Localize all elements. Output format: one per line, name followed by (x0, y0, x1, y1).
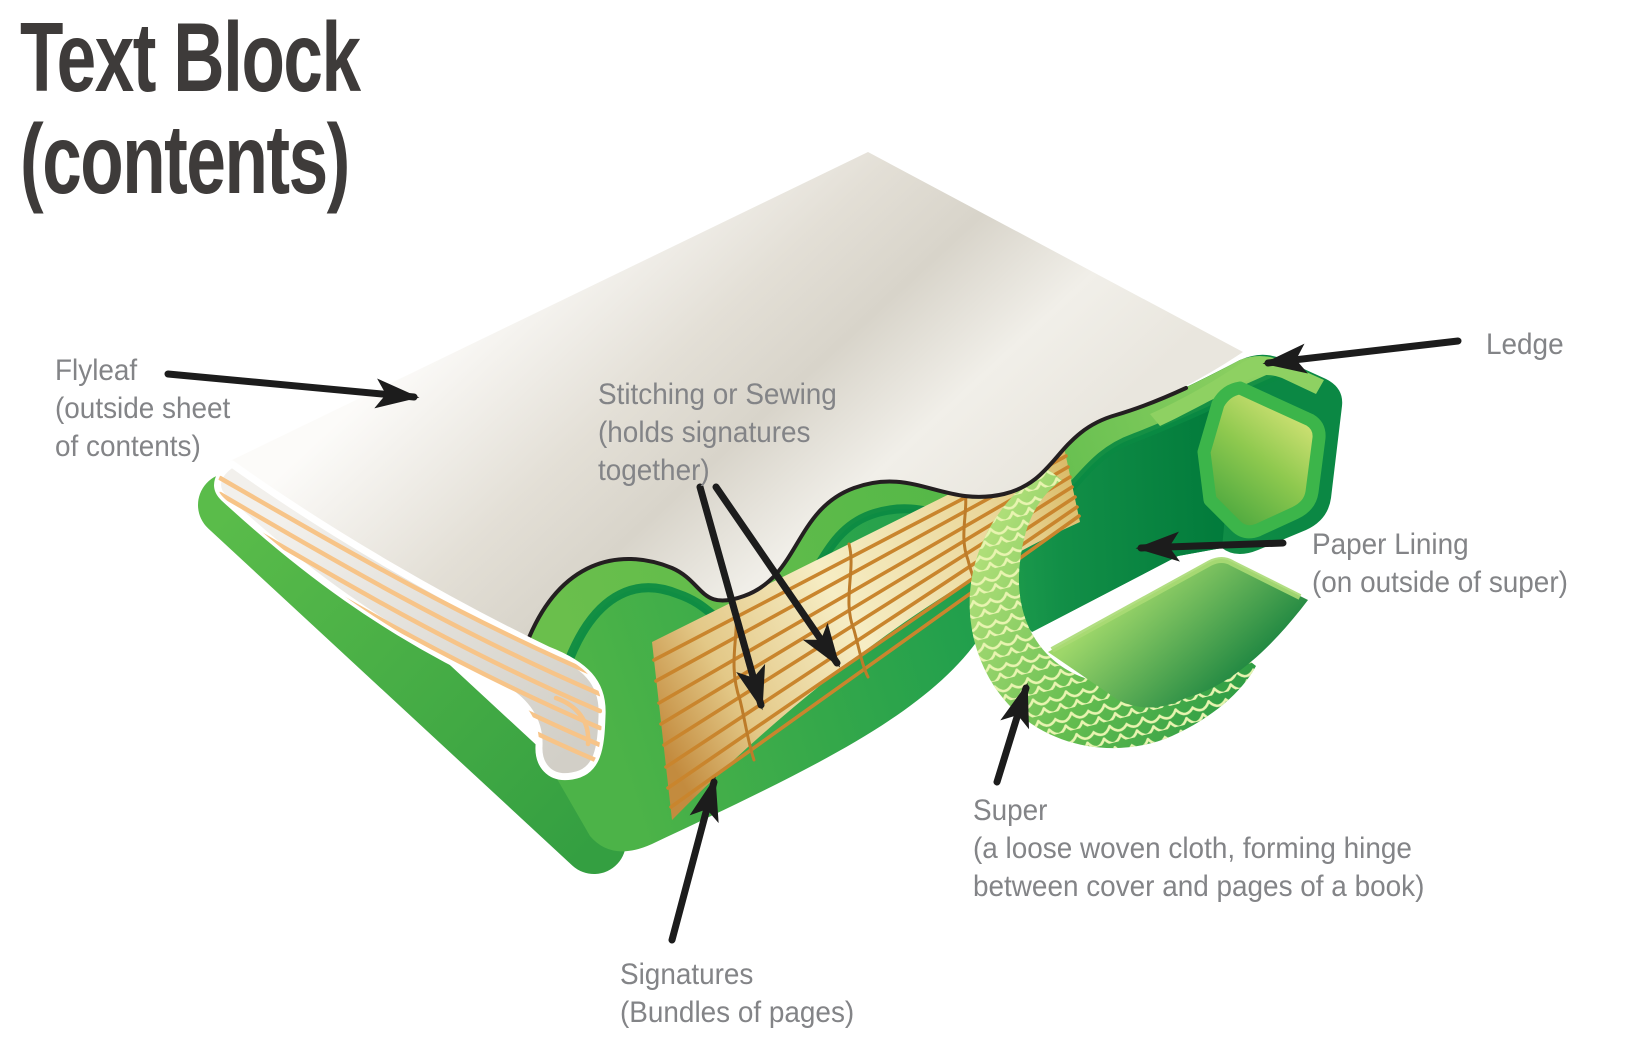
cover-left-edge (198, 473, 626, 874)
flyleaf-arrow (164, 370, 420, 409)
callout-arrows (164, 337, 1462, 944)
flyleaf-label-line: Flyleaf (55, 354, 138, 387)
ledge-label: Ledge (1486, 326, 1564, 364)
page-torn-edge (526, 386, 1188, 642)
cover-flap (1048, 557, 1308, 708)
page-title-line-1: Text Block (20, 2, 361, 112)
stitching-label: Stitching or Sewing (holds signatures to… (598, 376, 837, 490)
super-arrow (993, 682, 1030, 786)
cover-band-shadow-edge (561, 367, 1286, 670)
super-label: Super (a loose woven cloth, forming hing… (973, 792, 1424, 906)
stitching-label-line: (holds signatures (598, 416, 811, 449)
flyleaf-page-top (228, 152, 1243, 640)
signatures-label-line: (Bundles of pages) (620, 996, 855, 1029)
page-title: Text Block (contents) (20, 2, 361, 214)
ledge-arrow (1262, 337, 1462, 374)
page-title-line-2: (contents) (20, 104, 350, 214)
stitching-label-line: together) (598, 454, 710, 487)
super-label-line: Super (973, 794, 1048, 827)
flyleaf-label: Flyleaf (outside sheet of contents) (55, 352, 230, 466)
super-label-line: (a loose woven cloth, forming hinge (973, 832, 1412, 865)
paper-lining-panel (975, 360, 1240, 632)
flyleaf-label-line: of contents) (55, 430, 201, 463)
stitching-arrow-2 (712, 483, 841, 668)
signatures-arrow (668, 776, 719, 944)
signatures-label-line: Signatures (620, 958, 754, 991)
paper-lining-label-line: Paper Lining (1312, 528, 1469, 561)
paper-lining-label-line: (on outside of super) (1312, 566, 1568, 599)
paper-lining-arrow (1135, 531, 1287, 562)
flyleaf-label-line: (outside sheet (55, 392, 231, 425)
super-label-line: between cover and pages of a book) (973, 870, 1425, 903)
stitching-label-line: Stitching or Sewing (598, 378, 837, 411)
stitching-arrow-1 (696, 483, 766, 711)
ledge-label-line: Ledge (1486, 328, 1564, 361)
cover-top-band (528, 356, 1284, 691)
signatures-label: Signatures (Bundles of pages) (620, 956, 854, 1032)
paper-lining-label: Paper Lining (on outside of super) (1312, 526, 1568, 602)
cover-end-panel (1197, 381, 1326, 539)
ledge-edge (1150, 356, 1324, 426)
